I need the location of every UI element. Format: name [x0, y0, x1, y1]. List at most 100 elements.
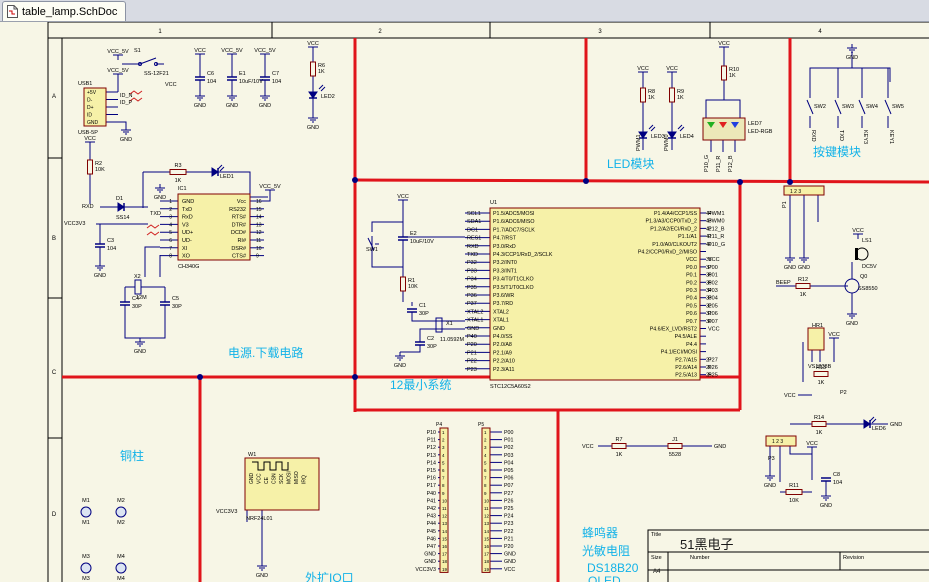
ground-symbol — [799, 254, 809, 263]
buzzer-ref: LS1 — [862, 238, 872, 244]
mcu-left-net: P35 — [467, 285, 477, 291]
capacitor-ref: C3 — [107, 238, 114, 244]
capacitor-value: 30P — [132, 304, 142, 310]
header-pin-number: 3 — [484, 445, 487, 450]
mcu-pin-number: 43 — [706, 219, 712, 225]
s1-net: VCC — [165, 82, 177, 88]
led-light-arrows — [318, 84, 326, 92]
header-net: P42 — [427, 506, 436, 512]
net-label: GND — [890, 422, 902, 428]
mount-ref: M3 — [82, 554, 90, 560]
resistor-body — [795, 283, 811, 289]
x2-value: 12M — [136, 295, 147, 301]
power-net-label: VCC — [666, 66, 678, 72]
nrf-pin-label: MOSI — [287, 471, 293, 484]
key-switch — [834, 92, 842, 122]
ch340-pin-label: TxD — [182, 207, 192, 213]
capacitor-value: 104 — [272, 79, 281, 85]
wire — [140, 305, 166, 339]
power-net-label: VCC — [194, 48, 206, 54]
led-ref: LED4 — [680, 134, 694, 140]
module-title-copper: 铜柱 — [120, 448, 144, 463]
crystal-x1 — [435, 317, 443, 333]
title-block-number-label: Number — [690, 555, 710, 561]
resistor-body — [811, 421, 827, 427]
frame-column-label: 2 — [378, 29, 382, 35]
ch340-pin-number: 16 — [256, 199, 262, 205]
d1-value: SS14 — [116, 215, 129, 221]
capacitor-value: 104 — [207, 79, 216, 85]
ground-symbol — [135, 338, 145, 347]
nrf-pin-label: SCK — [279, 473, 285, 484]
key-switch — [884, 92, 892, 122]
header-pin-number: 8 — [442, 483, 445, 488]
led-net-label: P10_G — [704, 155, 710, 172]
header-net: GND — [424, 552, 436, 558]
mcu-left-net: P34 — [467, 277, 477, 283]
header-net: P07 — [504, 483, 513, 489]
mcu-ref: U1 — [490, 200, 497, 206]
ground-symbol — [847, 44, 857, 53]
pin-header — [481, 427, 491, 573]
transistor-body — [844, 278, 860, 294]
mcu-left-net: GND — [467, 326, 479, 332]
resistor-value: 10K — [789, 498, 799, 504]
ground-net-label: GND — [194, 103, 206, 109]
wire — [411, 312, 465, 322]
header-net: P47 — [427, 544, 436, 550]
resistor-body — [669, 87, 675, 103]
resistor-value: 1K — [729, 73, 736, 79]
header-net: P40 — [427, 491, 436, 497]
mcu-right-net: PWM1 — [708, 211, 725, 217]
mcu-left-net: P20 — [467, 342, 477, 348]
wire — [724, 99, 741, 118]
capacitor-value: 10uF/10V — [410, 239, 434, 245]
ground-symbol — [257, 562, 267, 571]
header-net: P10 — [427, 430, 436, 436]
power-net-label: VCC_5V — [221, 48, 243, 54]
diode-body — [117, 202, 125, 212]
header-net: GND — [504, 559, 516, 565]
ground-symbol — [155, 184, 165, 193]
mcu-right-pin-label: P1.2/A2/ECI/RxD_2 — [650, 226, 697, 232]
mcu-left-pin-label: P4.7/RST — [493, 236, 517, 242]
rgb-led-red — [719, 122, 727, 128]
document-tab[interactable]: table_lamp.SchDoc — [2, 1, 127, 21]
p2-ref: P2 — [840, 390, 847, 396]
header-pin-number: 11 — [484, 506, 489, 511]
wire — [400, 345, 421, 353]
mcu-pin-number: 41 — [706, 234, 712, 240]
header-net: P21 — [504, 536, 513, 542]
led-light-arrows — [869, 416, 877, 424]
usb-type: USB-5P — [78, 130, 98, 136]
mcu-left-net: P21 — [467, 350, 477, 356]
ground-net-label: GND — [134, 349, 146, 355]
ch340-pin-label: GND — [182, 199, 194, 205]
header-pin-number: 19 — [442, 567, 448, 572]
mcu-left-pin-label: P1.7/ADC7/SCLK — [493, 227, 535, 233]
key-switch — [858, 92, 866, 122]
title-block-title-label: Title — [651, 532, 661, 538]
resistor-body — [611, 443, 627, 449]
mcu-right-pin-label: P4.2/CCP0/RxD_2/MISO — [638, 250, 697, 256]
rgb-led-blue — [731, 122, 739, 128]
mcu-left-pin-label: P3.0/RxD — [493, 244, 516, 250]
p1-pins: 1 2 3 — [790, 189, 801, 195]
usb-pin-label: GND — [87, 120, 99, 126]
header-net: P26 — [504, 498, 513, 504]
buzzer-terminal — [855, 248, 858, 260]
mcu-body — [489, 207, 701, 381]
mcu-left-pin-label: P2.2/A10 — [493, 359, 515, 365]
key-ref: SW2 — [814, 104, 826, 110]
components — [80, 44, 892, 574]
mcu-left-net: P33 — [467, 268, 477, 274]
sheet-frame — [47, 21, 929, 582]
frame-row-label: A — [52, 94, 56, 100]
mcu-right-pin-label: P2.5/A13 — [675, 373, 697, 379]
wire — [118, 121, 127, 126]
resistor-body — [400, 276, 406, 292]
header-net: P03 — [504, 453, 513, 459]
capacitor-ref: C1 — [419, 303, 426, 309]
